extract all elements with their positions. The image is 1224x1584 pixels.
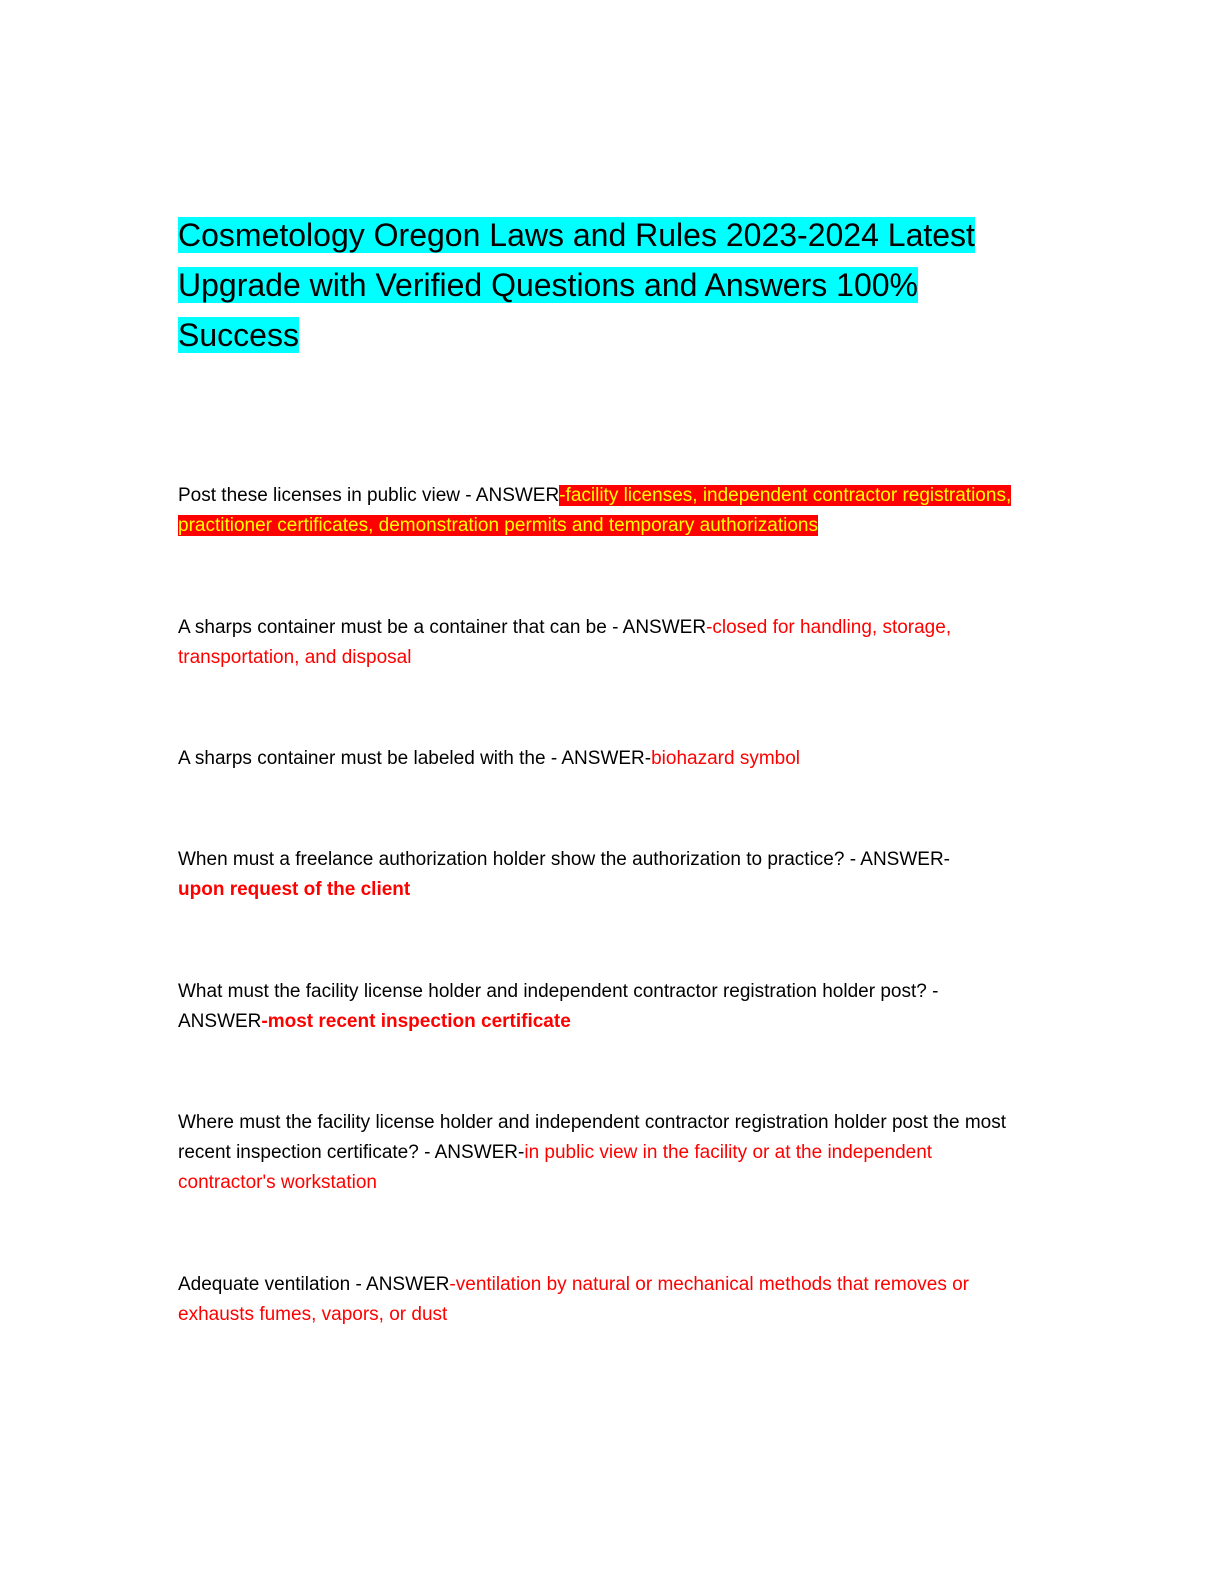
answer-text: biohazard symbol: [651, 748, 801, 769]
qa-item: A sharps container must be labeled with …: [178, 744, 1028, 774]
document-title: Cosmetology Oregon Laws and Rules 2023-2…: [178, 210, 998, 360]
qa-item: When must a freelance authorization hold…: [178, 845, 1028, 905]
answer-text: -closed for handling, storage, transport…: [178, 617, 952, 668]
qa-item: A sharps container must be a container t…: [178, 613, 1028, 673]
question-text: A sharps container must be a container t…: [178, 617, 707, 638]
question-text: Adequate ventilation - ANSWER: [178, 1274, 450, 1295]
qa-item: What must the facility license holder an…: [178, 977, 1028, 1037]
answer-text: -most recent inspection certificate: [261, 1011, 571, 1032]
qa-item: Adequate ventilation - ANSWER-ventilatio…: [178, 1270, 1028, 1330]
answer-text: upon request of the client: [178, 879, 411, 900]
title-highlight: Cosmetology Oregon Laws and Rules 2023-2…: [178, 217, 975, 353]
question-text: When must a freelance authorization hold…: [178, 849, 950, 870]
answer-text: -ventilation by natural or mechanical me…: [178, 1274, 970, 1325]
question-text: Where must the facility license holder a…: [178, 1112, 1007, 1163]
question-text: Post these licenses in public view - ANS…: [178, 485, 560, 506]
qa-item: Post these licenses in public view - ANS…: [178, 481, 1028, 541]
answer-text: in public view in the facility or at the…: [178, 1142, 933, 1193]
document-page: Cosmetology Oregon Laws and Rules 2023-2…: [178, 0, 1038, 1584]
question-text: What must the facility license holder an…: [178, 981, 939, 1032]
question-text: A sharps container must be labeled with …: [178, 748, 652, 769]
qa-item: Where must the facility license holder a…: [178, 1108, 1028, 1198]
